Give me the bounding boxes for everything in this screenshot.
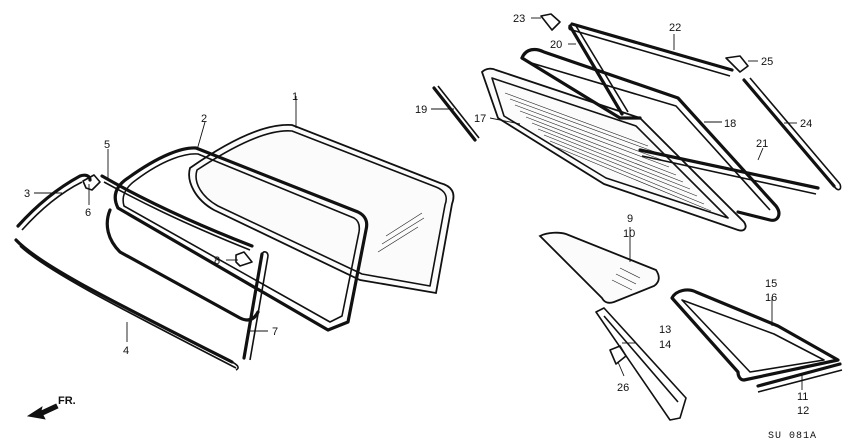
corner-piece-25 (725, 55, 749, 73)
callout-18: 18 (724, 118, 736, 130)
windshield-molding-dam (113, 146, 369, 332)
rear-molding-bottom (638, 148, 820, 195)
callout-16: 16 (765, 292, 777, 304)
leader-lines (34, 17, 803, 390)
lower-molding (14, 238, 239, 371)
callout-11: 11 (797, 391, 808, 403)
callout-21: 21 (756, 138, 768, 150)
strip-19 (432, 85, 480, 142)
callout-24: 24 (800, 118, 812, 130)
corner-piece-23 (540, 13, 561, 31)
inner-seal (105, 208, 260, 322)
direction-label: FR. (58, 395, 76, 407)
callout-26: 26 (617, 382, 629, 394)
callout-14: 14 (659, 339, 671, 351)
corner-clip (82, 174, 101, 191)
callout-3: 3 (24, 188, 30, 200)
windshield-glass (188, 124, 455, 295)
callout-8: 8 (214, 255, 220, 267)
callout-9: 9 (627, 213, 633, 225)
rear-seal (520, 47, 781, 222)
side-molding-right (242, 251, 269, 361)
quarter-lower-molding (756, 362, 843, 393)
callout-7: 7 (272, 326, 278, 338)
side-molding-left (16, 173, 92, 231)
callout-4: 4 (123, 345, 129, 357)
rear-molding-left (568, 24, 629, 116)
callout-5: 5 (104, 139, 110, 151)
callout-2: 2 (201, 113, 207, 125)
callout-23: 23 (513, 13, 525, 25)
callout-6: 6 (85, 207, 91, 219)
callout-10: 10 (623, 228, 635, 240)
callout-22: 22 (669, 22, 681, 34)
callout-15: 15 (765, 278, 777, 290)
callout-25: 25 (761, 56, 773, 68)
quarter-frame (670, 288, 840, 382)
quarter-glass (538, 231, 660, 304)
pillar-trim (595, 307, 687, 421)
callout-20: 20 (550, 39, 562, 51)
upper-molding-inner (103, 181, 251, 251)
callout-19: 19 (415, 104, 427, 116)
callout-labels: 1 2 3 4 5 6 7 8 9 10 11 12 13 14 15 16 1… (24, 13, 812, 417)
rear-molding-right (742, 77, 842, 191)
callout-12: 12 (797, 405, 809, 417)
front-direction-arrow: FR. (26, 395, 76, 420)
callout-1: 1 (292, 91, 298, 103)
callout-17: 17 (474, 113, 486, 125)
rear-glass (480, 67, 747, 232)
clip-26 (609, 345, 627, 365)
callout-13: 13 (659, 324, 671, 336)
upper-molding (100, 174, 254, 248)
arrow-icon (26, 403, 59, 420)
molding-clip (235, 251, 253, 267)
drawing-code: SU 081A (768, 431, 817, 442)
